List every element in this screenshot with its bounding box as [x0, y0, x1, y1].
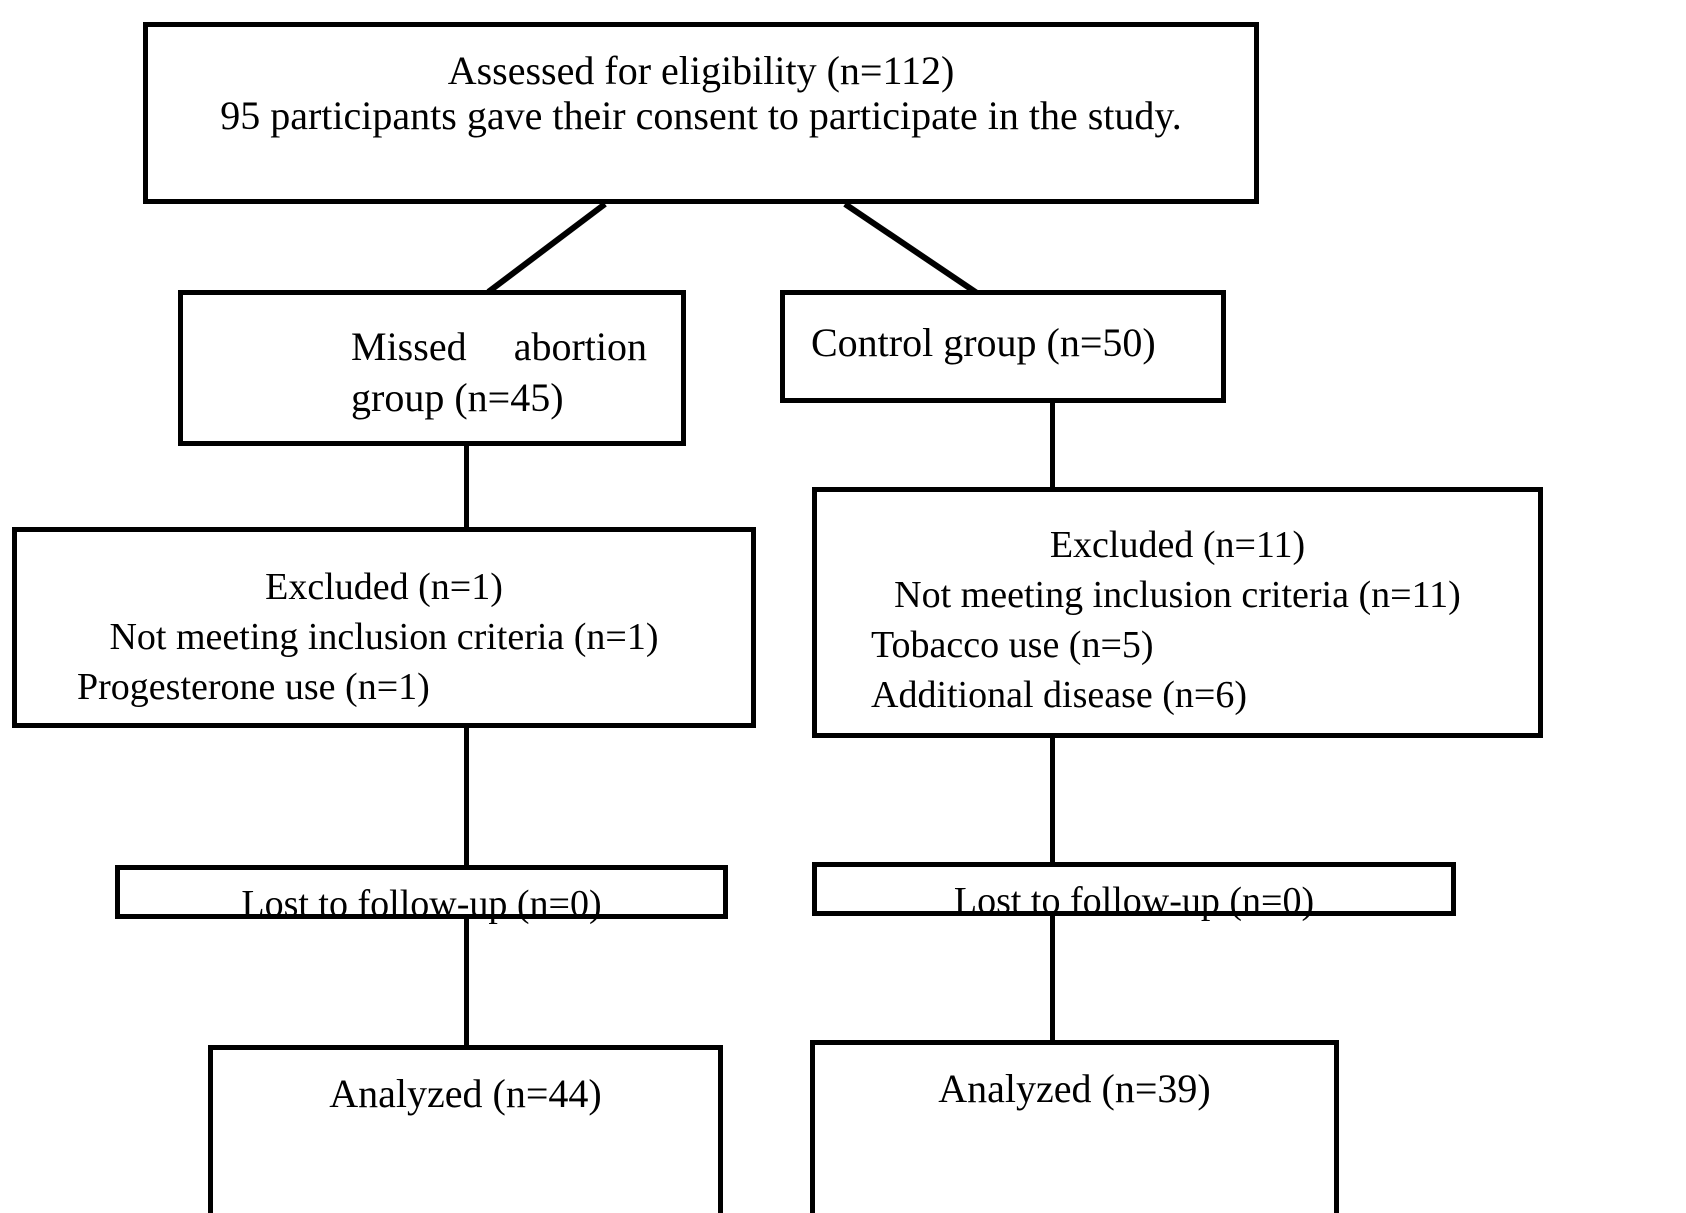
lost-to-follow-up-control-box: Lost to follow-up (n=0): [812, 862, 1456, 922]
analyzed-control-box: Analyzed (n=39): [810, 1040, 1339, 1213]
connector-lost-left-to-analyzed-left: [464, 917, 469, 1048]
excluded-right-line-1: Excluded (n=11): [1049, 524, 1306, 566]
excluded-right-line-2: Not meeting inclusion criteria (n=11): [894, 574, 1461, 617]
missed-group-word-1: Missed: [351, 324, 467, 369]
analyzed-missed-abortion-box: Analyzed (n=44): [208, 1045, 723, 1213]
excluded-right-line-4: Additional disease (n=6): [871, 674, 1248, 717]
missed-abortion-group-box: Missed abortion group (n=45): [178, 290, 686, 446]
lost-right-line-1: Lost to follow-up (n=0): [953, 879, 1315, 922]
control-group-line-1: Control group (n=50): [811, 320, 1156, 365]
connector-excluded-right-to-lost-right: [1050, 736, 1055, 866]
assessed-line-1: Assessed for eligibility (n=112): [447, 48, 955, 93]
lost-left-line-1: Lost to follow-up (n=0): [241, 882, 602, 925]
excluded-right-line-3: Tobacco use (n=5): [871, 624, 1154, 667]
missed-group-line-2: group (n=45): [351, 375, 564, 421]
control-group-box: Control group (n=50): [780, 290, 1226, 403]
connector-missed-to-excluded: [464, 444, 469, 530]
missed-group-word-2: abortion: [513, 324, 647, 369]
connector-control-to-excluded: [1050, 401, 1055, 490]
missed-group-line-1: Missed abortion: [351, 321, 647, 372]
excluded-control-box: Excluded (n=11) Not meeting inclusion cr…: [812, 487, 1543, 738]
excluded-left-line-2: Not meeting inclusion criteria (n=1): [109, 616, 659, 659]
excluded-left-line-1: Excluded (n=1): [265, 566, 503, 608]
analyzed-right-line-1: Analyzed (n=39): [938, 1066, 1211, 1111]
excluded-left-line-3: Progesterone use (n=1): [77, 666, 430, 709]
assessed-for-eligibility-box: Assessed for eligibility (n=112) 95 part…: [143, 22, 1259, 204]
analyzed-left-line-1: Analyzed (n=44): [329, 1071, 602, 1116]
connector-lost-right-to-analyzed-right: [1050, 914, 1055, 1044]
lost-to-follow-up-missed-abortion-box: Lost to follow-up (n=0): [115, 865, 728, 925]
assessed-line-2: 95 participants gave their consent to pa…: [220, 92, 1182, 138]
connector-assessed-to-missed: [486, 201, 607, 295]
excluded-missed-abortion-box: Excluded (n=1) Not meeting inclusion cri…: [12, 527, 756, 728]
connector-excluded-left-to-lost-left: [464, 726, 469, 868]
